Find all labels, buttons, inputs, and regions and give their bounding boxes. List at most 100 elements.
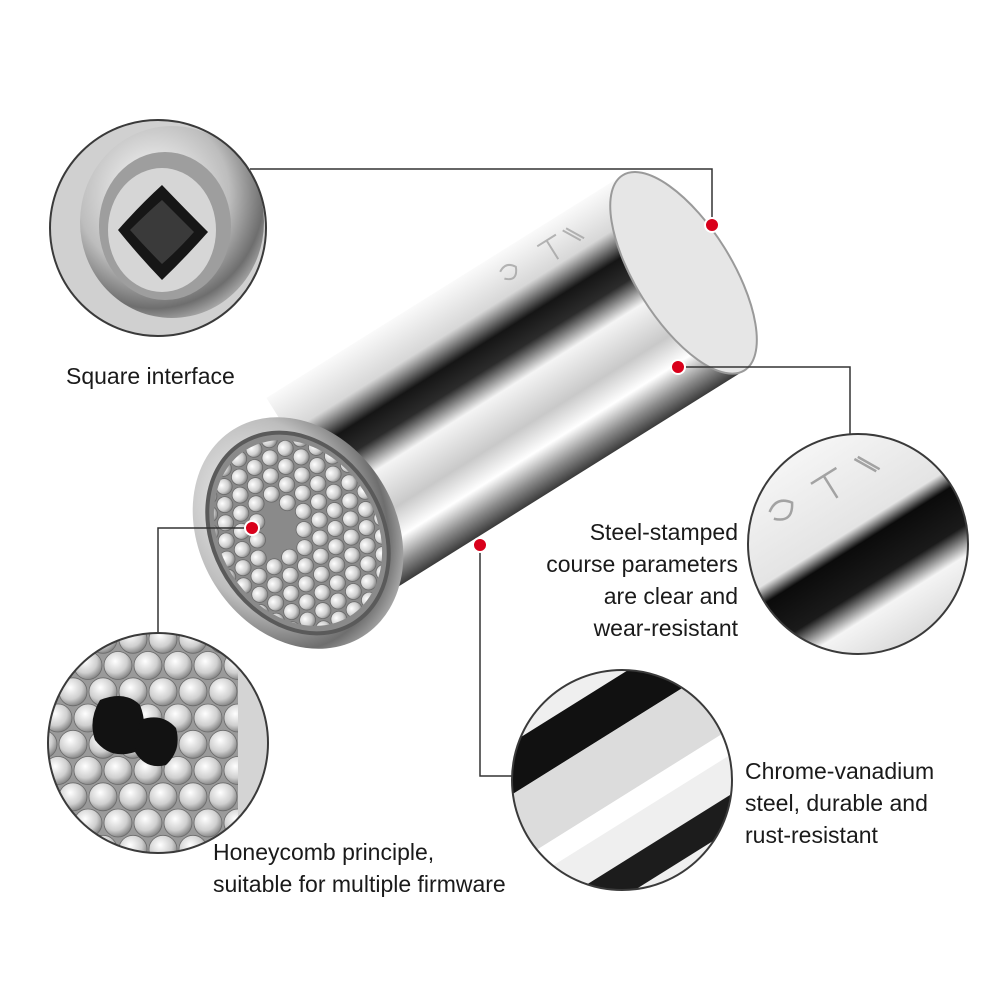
rod-pin <box>277 458 295 475</box>
rod-pin <box>293 466 311 484</box>
rod-pin <box>193 651 223 680</box>
rod-pin <box>208 677 238 707</box>
rod-pin <box>193 756 223 785</box>
rod-pin <box>88 633 118 654</box>
rod-pin <box>221 623 239 640</box>
rod-pin <box>48 808 73 838</box>
rod-pin <box>278 494 296 512</box>
rod-pin <box>48 782 58 812</box>
marker-chrome <box>472 537 488 553</box>
caption-line: are clear and <box>603 583 738 609</box>
rod-pin <box>308 457 326 474</box>
rod-pin <box>179 543 189 560</box>
rod-pin <box>238 649 255 658</box>
rod-pin <box>249 549 267 567</box>
rod-pin <box>324 465 342 483</box>
rod-pin <box>266 576 284 594</box>
rod-pin <box>261 449 279 467</box>
rod-pin <box>74 599 102 627</box>
rod-pin <box>232 504 250 522</box>
rod-pin <box>237 631 255 649</box>
rod-pin <box>48 756 73 785</box>
rod-pin <box>283 603 301 620</box>
rod-pin <box>88 782 118 812</box>
rod-pin <box>251 586 269 603</box>
rod-pin <box>360 573 378 591</box>
rod-pin <box>313 584 331 601</box>
rod-pin <box>314 602 332 619</box>
rod-pin <box>276 440 294 457</box>
rod-pin <box>281 566 299 584</box>
rod-pin <box>14 599 42 627</box>
rod-pin <box>48 651 73 680</box>
rod-pin <box>58 729 88 759</box>
rod-pin <box>296 539 314 557</box>
detail-square-interface <box>49 119 267 337</box>
rod-pin <box>163 808 193 838</box>
rod-pin <box>58 633 88 654</box>
caption-stamped-parameters: Steel-stamped course parameters are clea… <box>546 516 738 644</box>
rod-pin <box>217 514 235 532</box>
leader-lines <box>157 168 851 777</box>
caption-line: suitable for multiple firmware <box>213 871 506 897</box>
rod-pin <box>294 502 312 520</box>
rod-pin <box>298 593 316 611</box>
rod-pin <box>193 703 223 733</box>
rod-pin <box>48 677 58 707</box>
rod-pin <box>193 808 223 838</box>
detail-honeycomb <box>14 599 297 854</box>
rod-pin <box>267 594 285 612</box>
rod-pin <box>343 546 361 564</box>
rod-pin <box>48 633 58 654</box>
caption-line: Steel-stamped <box>589 519 738 545</box>
rod-pin <box>118 782 148 812</box>
rod-pin <box>151 477 173 499</box>
rod-pin <box>247 495 265 513</box>
rod-pin <box>326 502 344 519</box>
rod-pin <box>178 782 208 812</box>
rod-pin <box>58 677 88 707</box>
rod-pin <box>163 756 193 785</box>
rod-pin <box>329 592 347 610</box>
rod-pin <box>281 548 298 566</box>
rod-pin <box>163 651 193 680</box>
rod-pin <box>178 729 208 759</box>
caption-line: Honeycomb principle, <box>213 839 435 865</box>
rod-pin <box>88 834 118 853</box>
rod-pin <box>231 468 248 486</box>
rod-pin <box>297 575 315 593</box>
rod-pin <box>269 783 297 811</box>
caption-square-interface: Square interface <box>66 360 235 392</box>
caption-line: wear-resistant <box>593 615 738 641</box>
rod-pin <box>282 585 300 602</box>
socket-body <box>266 171 758 593</box>
rod-pin <box>246 477 264 494</box>
rod-pin <box>231 486 249 504</box>
rod-pin <box>312 547 330 565</box>
rod-pin <box>48 729 58 759</box>
caption-honeycomb: Honeycomb principle, suitable for multip… <box>213 836 506 900</box>
rod-pin <box>164 599 192 627</box>
rod-pin <box>262 485 280 503</box>
rod-pin <box>48 834 58 853</box>
rod-pin <box>58 834 88 853</box>
rod-pin <box>269 678 297 706</box>
rod-pin <box>104 599 132 627</box>
rod-pin <box>151 496 173 518</box>
rod-pin <box>311 529 329 547</box>
rod-pin <box>252 656 274 678</box>
rod-pin <box>310 511 328 529</box>
rod-pin <box>133 651 163 680</box>
rod-pin <box>73 756 103 785</box>
rod-pin <box>179 524 188 542</box>
rod-pin <box>179 488 187 506</box>
rod-pin <box>327 538 345 556</box>
rod-pin <box>216 496 234 514</box>
rod-pin <box>309 475 327 493</box>
rod-pin <box>253 651 268 680</box>
rod-pin <box>295 521 313 538</box>
rod-pin <box>342 510 359 528</box>
rod-pin <box>250 567 268 585</box>
rod-pin <box>253 640 271 658</box>
